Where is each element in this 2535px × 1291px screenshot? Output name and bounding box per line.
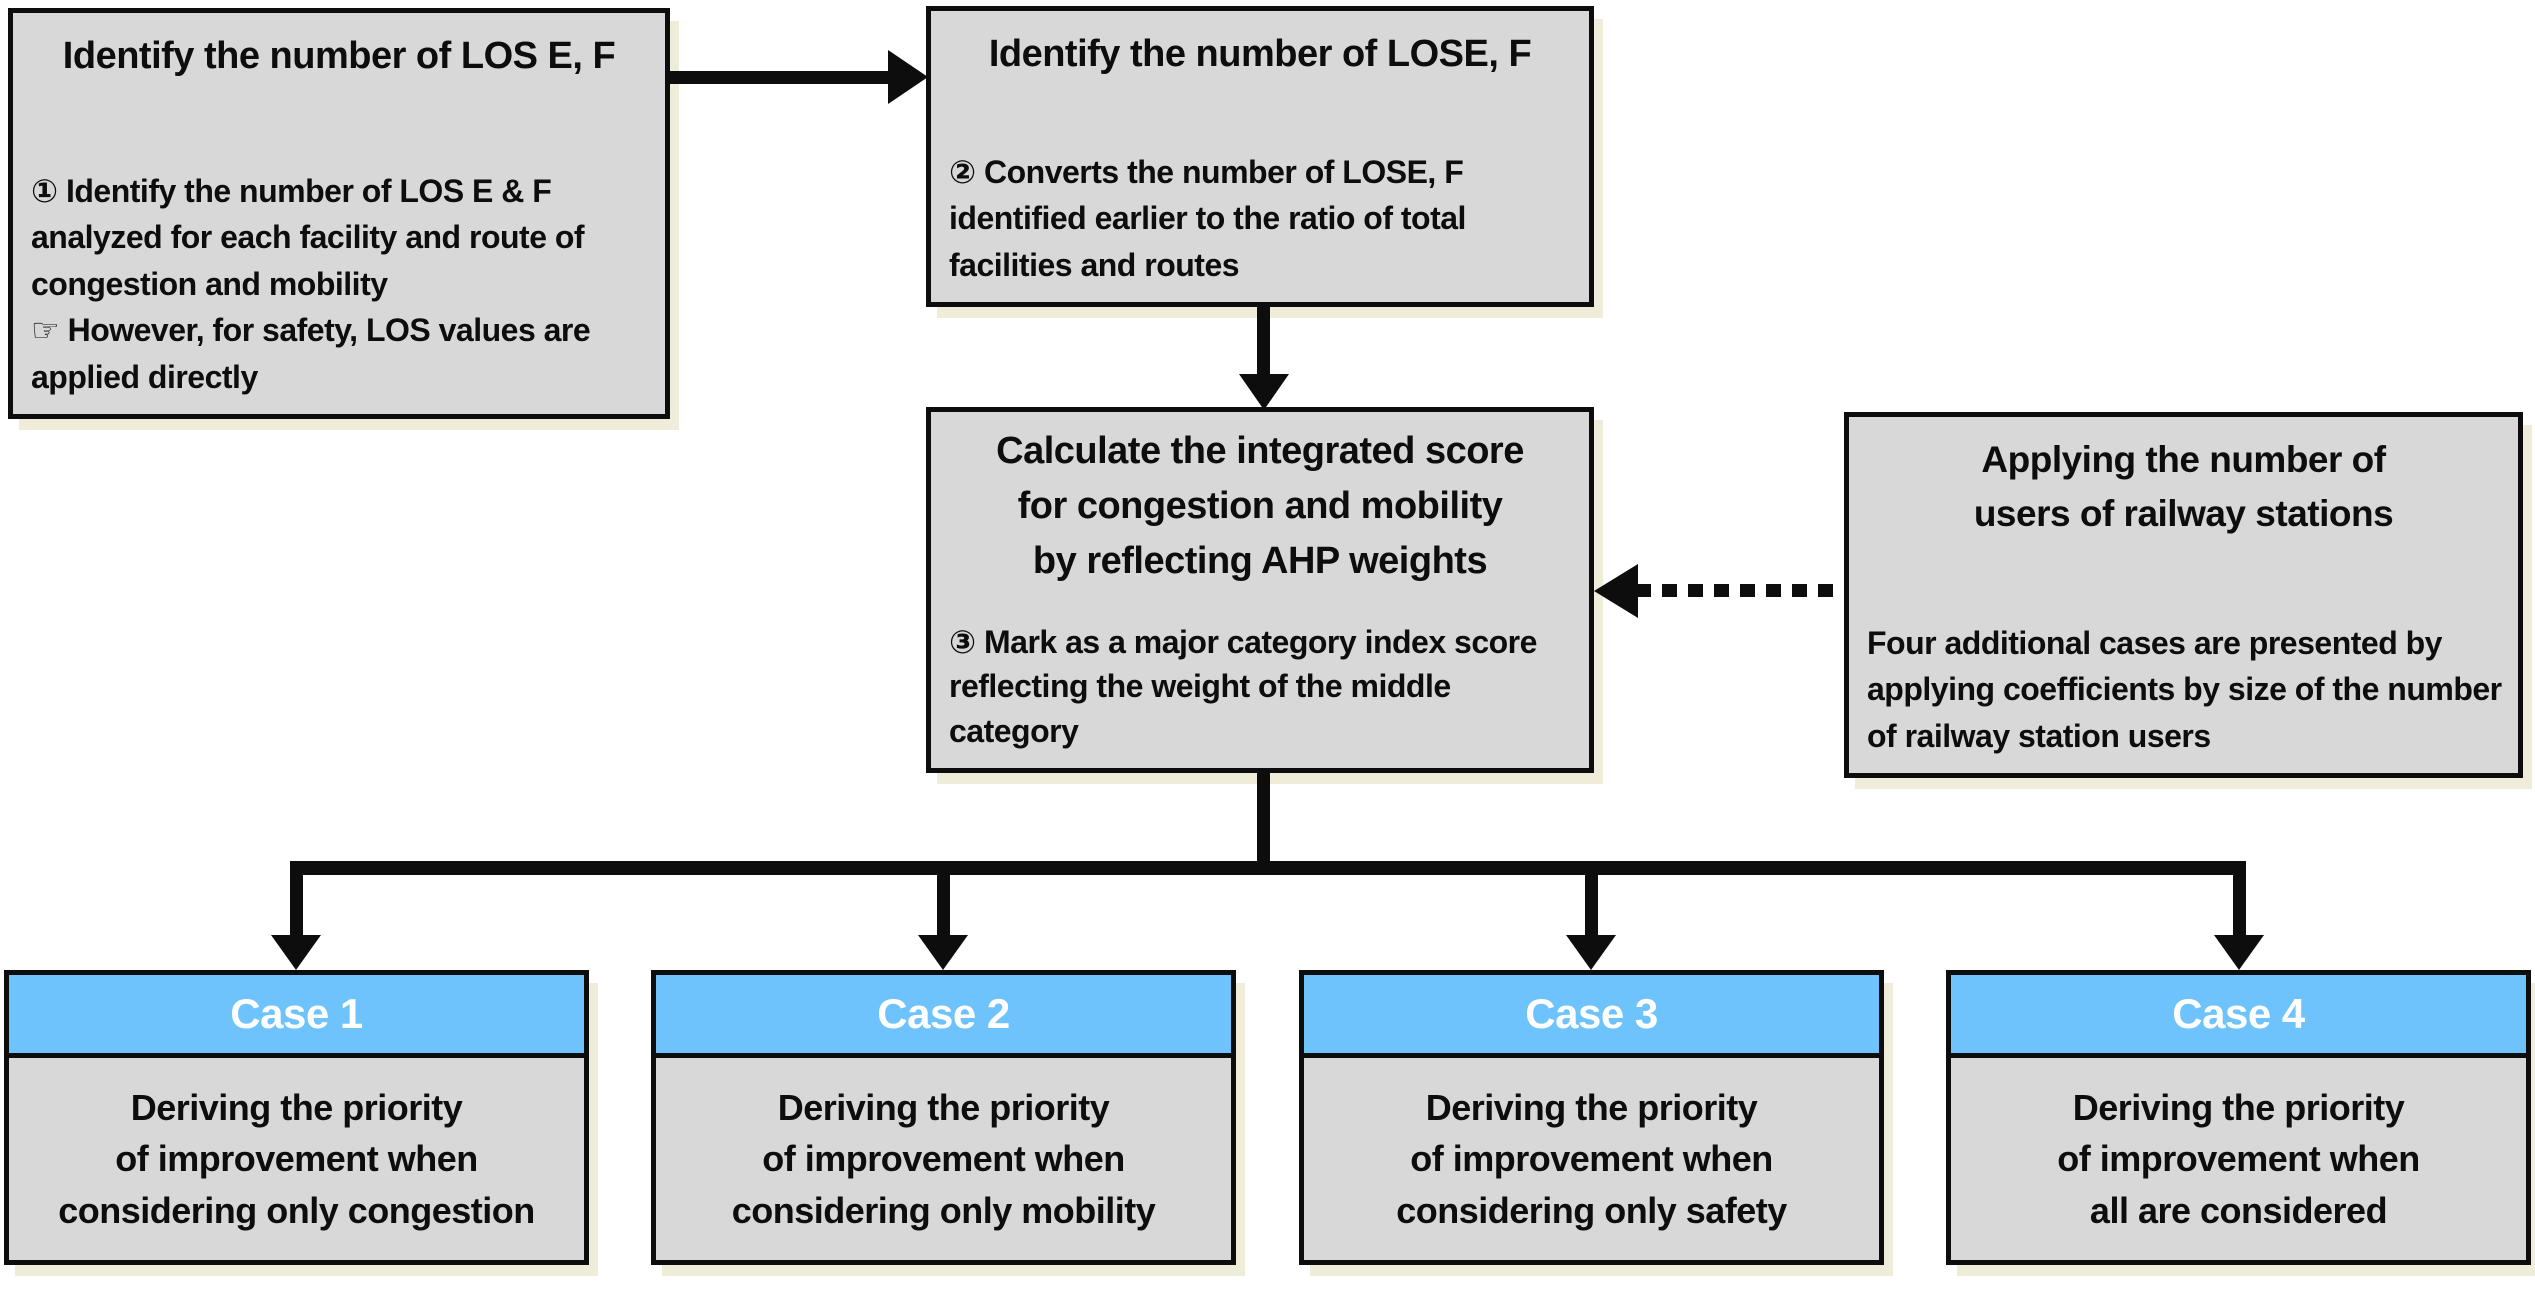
branch-arrow-case4-head-icon xyxy=(2214,935,2264,970)
case4-body: Deriving the priority of improvement whe… xyxy=(2057,1087,2420,1231)
branch-bar xyxy=(290,861,2246,875)
case1-body: Deriving the priority of improvement whe… xyxy=(58,1087,535,1231)
note-major-category-score: ③ Mark as a major category index score r… xyxy=(949,623,1537,750)
note-safety-exception: ☞ However, for safety, LOS values are ap… xyxy=(31,312,591,395)
box-identify-los-ef-title: Identify the number of LOS E, F xyxy=(62,35,616,77)
note-additional-cases: Four additional cases are presented by a… xyxy=(1867,624,2502,754)
box-identify-lose-f: Identify the number of LOSE, F ② Convert… xyxy=(926,6,1594,307)
case3-box: Case 3 Deriving the priority of improvem… xyxy=(1299,970,1884,1265)
case3-header: Case 3 xyxy=(1304,975,1879,1058)
branch-arrow-case1-head-icon xyxy=(271,935,321,970)
branch-drop-case1 xyxy=(290,875,303,937)
note-convert-ratio: ② Converts the number of LOSE, F identif… xyxy=(949,153,1466,283)
case2-header: Case 2 xyxy=(656,975,1231,1058)
box-railway-users-title: Applying the number of users of railway … xyxy=(1973,439,2394,534)
branch-drop-case4 xyxy=(2233,875,2246,937)
arrow-step1-to-step2-shaft xyxy=(670,71,890,84)
arrow-step2-to-step3-head-icon xyxy=(1239,374,1289,410)
dotted-arrow-users-to-step3-shaft xyxy=(1636,584,1844,597)
box-integrated-score-title: Calculate the integrated score for conge… xyxy=(996,430,1524,583)
branch-stem xyxy=(1257,771,1270,868)
case1-header: Case 1 xyxy=(9,975,584,1058)
box-integrated-score-body: ③ Mark as a major category index score r… xyxy=(931,620,1589,768)
box-identify-lose-f-body: ② Converts the number of LOSE, F identif… xyxy=(931,149,1589,302)
case1-box: Case 1 Deriving the priority of improvem… xyxy=(4,970,589,1265)
box-railway-users-body: Four additional cases are presented by a… xyxy=(1849,620,2518,773)
box-railway-users: Applying the number of users of railway … xyxy=(1844,412,2523,778)
case3-body: Deriving the priority of improvement whe… xyxy=(1396,1087,1787,1231)
box-identify-lose-f-title: Identify the number of LOSE, F xyxy=(988,33,1532,75)
arrow-step2-to-step3-shaft xyxy=(1257,305,1270,377)
box-identify-los-ef: Identify the number of LOS E, F ① Identi… xyxy=(8,8,670,419)
case4-header: Case 4 xyxy=(1951,975,2526,1058)
case2-body: Deriving the priority of improvement whe… xyxy=(731,1087,1156,1231)
dotted-arrow-users-to-step3-head-icon xyxy=(1594,564,1638,618)
branch-drop-case3 xyxy=(1585,875,1598,937)
branch-drop-case2 xyxy=(937,875,950,937)
branch-arrow-case3-head-icon xyxy=(1566,935,1616,970)
case2-box: Case 2 Deriving the priority of improvem… xyxy=(651,970,1236,1265)
box-integrated-score: Calculate the integrated score for conge… xyxy=(926,407,1594,773)
arrow-step1-to-step2-head-icon xyxy=(888,50,928,104)
note-identify-count: ① Identify the number of LOS E & F analy… xyxy=(31,173,585,302)
case4-box: Case 4 Deriving the priority of improvem… xyxy=(1946,970,2531,1265)
box-identify-los-ef-body: ① Identify the number of LOS E & F analy… xyxy=(13,168,665,414)
branch-arrow-case2-head-icon xyxy=(918,935,968,970)
